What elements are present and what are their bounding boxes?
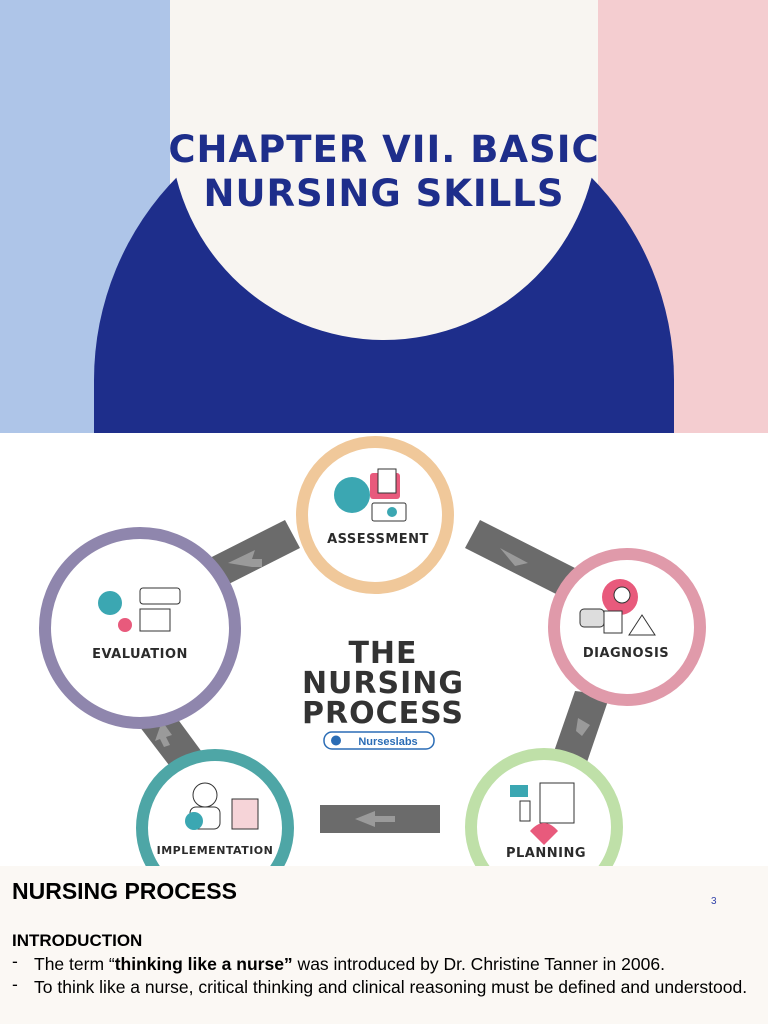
bullet-text: To think like a nurse, critical thinking… bbox=[34, 977, 748, 997]
stage-diagnosis: DIAGNOSIS bbox=[548, 548, 706, 706]
nursing-process-slide: ASSESSMENT DIAGNOSIS PLANNING bbox=[0, 433, 768, 866]
evaluation-icon bbox=[98, 587, 181, 632]
nursing-process-diagram: ASSESSMENT DIAGNOSIS PLANNING bbox=[39, 436, 706, 866]
diagnosis-icon bbox=[579, 579, 656, 636]
bullet-text-bold: thinking like a nurse” bbox=[114, 954, 293, 974]
slide-heading: NURSING PROCESS bbox=[12, 878, 237, 904]
chapter-title: CHAPTER VII. BASIC NURSING SKILLS bbox=[168, 128, 600, 215]
nurseslabs-logo: Nurseslabs bbox=[323, 731, 435, 750]
stage-label: DIAGNOSIS bbox=[583, 646, 669, 661]
center-title-line-1: THE bbox=[348, 636, 417, 671]
logo-text: Nurseslabs bbox=[358, 736, 417, 748]
stage-evaluation: EVALUATION bbox=[39, 527, 241, 729]
assessment-icon bbox=[334, 468, 407, 522]
bullet-dash: - bbox=[12, 974, 18, 994]
bullet-text-after: was introduced by Dr. Christine Tanner i… bbox=[292, 954, 665, 974]
bullet-dash: - bbox=[12, 951, 18, 971]
stage-label: PLANNING bbox=[506, 846, 586, 861]
stage-label: EVALUATION bbox=[92, 647, 188, 662]
connector-arrow-planning-implementation bbox=[320, 805, 440, 833]
stage-implementation: IMPLEMENTATION bbox=[136, 749, 294, 866]
stage-label: ASSESSMENT bbox=[327, 532, 429, 547]
list-item: - The term “thinking like a nurse” was i… bbox=[12, 951, 752, 976]
introduction-slide: NURSING PROCESS 3 INTRODUCTION - The ter… bbox=[0, 866, 768, 1024]
center-title-line-2: NURSING bbox=[302, 666, 464, 701]
section-subheading: INTRODUCTION bbox=[12, 931, 143, 950]
connector-arrow-diagnosis-planning bbox=[550, 691, 610, 768]
page-number: 3 bbox=[711, 896, 717, 907]
stage-planning: PLANNING bbox=[465, 748, 623, 866]
bullet-list: - The term “thinking like a nurse” was i… bbox=[12, 951, 752, 999]
center-title-line-3: PROCESS bbox=[302, 696, 464, 731]
stage-assessment: ASSESSMENT bbox=[296, 436, 454, 594]
stage-label: IMPLEMENTATION bbox=[157, 844, 274, 857]
connector-arrow-assessment-diagnosis bbox=[465, 520, 575, 596]
cream-circle-shape bbox=[170, 0, 598, 340]
title-slide: CHAPTER VII. BASIC NURSING SKILLS bbox=[0, 0, 768, 433]
implementation-icon bbox=[185, 782, 259, 830]
planning-icon bbox=[510, 782, 575, 845]
list-item: - To think like a nurse, critical thinki… bbox=[12, 974, 752, 999]
bullet-text-before: The term “ bbox=[34, 954, 115, 974]
